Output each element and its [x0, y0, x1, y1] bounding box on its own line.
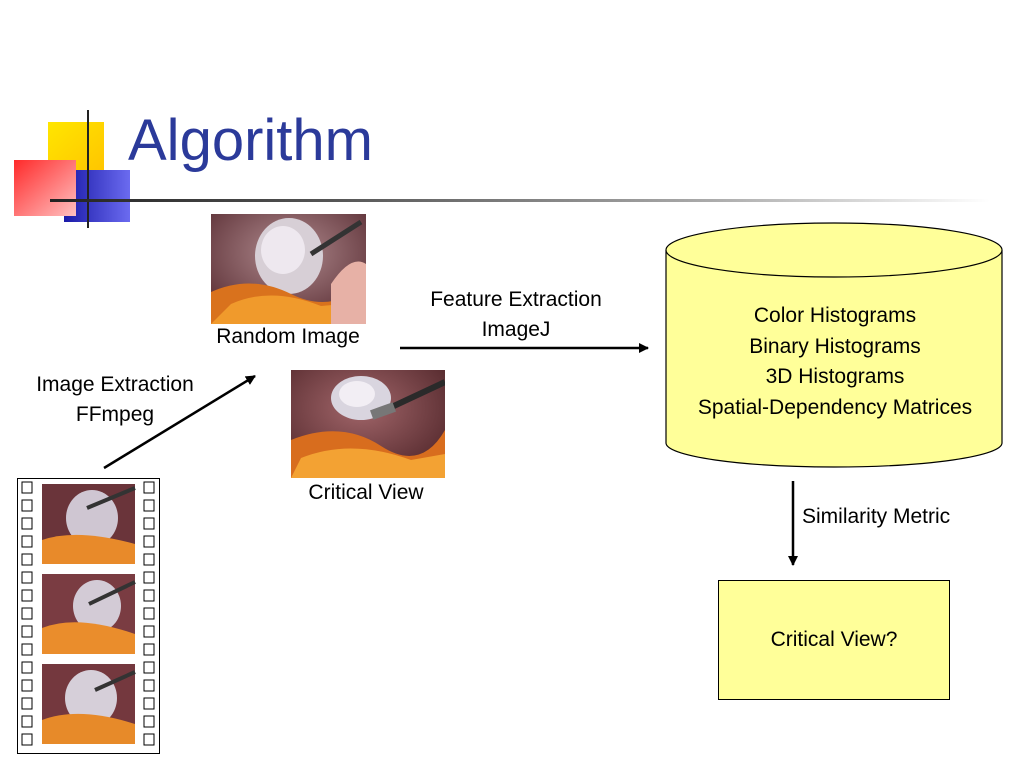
image-extraction-label: Image Extraction FFmpeg	[10, 370, 220, 430]
critical-view-label: Critical View	[308, 481, 424, 504]
image-extraction-line1: Image Extraction	[36, 373, 194, 396]
similarity-metric-label: Similarity Metric	[802, 505, 951, 528]
database-item: Spatial-Dependency Matrices	[697, 395, 973, 419]
critical-view-photo	[291, 370, 445, 478]
feature-extraction-label: Feature Extraction ImageJ	[406, 285, 626, 345]
feature-database-cylinder	[665, 222, 1003, 468]
critical-view-result-box: Critical View?	[718, 580, 950, 700]
feature-database-items: Color Histograms Binary Histograms 3D Hi…	[666, 301, 1004, 423]
random-image-label: Random Image	[216, 325, 360, 348]
image-extraction-arrow	[103, 374, 256, 470]
slide-title: Algorithm	[128, 108, 373, 173]
database-item: Binary Histograms	[749, 334, 921, 358]
random-image-photo	[211, 214, 366, 324]
image-extraction-line2: FFmpeg	[75, 403, 155, 426]
critical-view-result-label: Critical View?	[770, 628, 898, 651]
title-underline	[50, 199, 990, 202]
database-item: Color Histograms	[753, 304, 917, 327]
database-item: 3D Histograms	[765, 365, 905, 388]
feature-extraction-line2: ImageJ	[481, 318, 551, 341]
video-film-strip	[17, 478, 160, 754]
feature-extraction-line1: Feature Extraction	[430, 288, 602, 311]
